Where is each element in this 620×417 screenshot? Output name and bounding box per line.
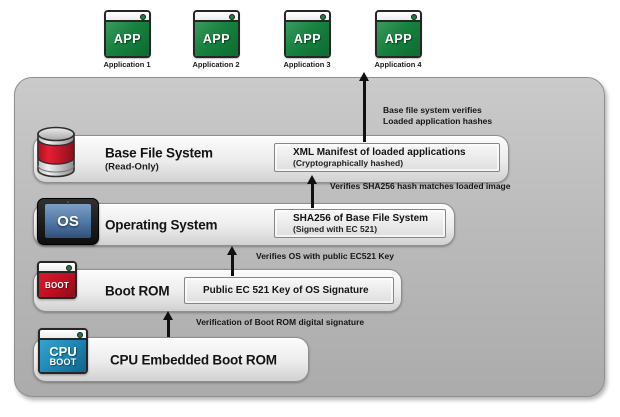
row-cpu-embedded-boot-rom: CPU BOOT CPU Embedded Boot ROM: [33, 328, 309, 382]
window-titlebar: [286, 12, 329, 22]
row-title: Operating System: [105, 217, 218, 232]
database-icon: [37, 126, 75, 178]
green-dot-icon: [320, 13, 326, 20]
row-title-block: Base File System (Read-Only): [105, 146, 213, 173]
row-boot-rom: BOOT Boot ROM Public EC 521 Key of OS Si…: [33, 261, 402, 312]
app-icon-text: APP: [377, 22, 420, 56]
box-subtitle: (Cryptographically hashed): [293, 158, 404, 168]
arrow-boot-to-os: [231, 254, 234, 276]
row-title-block: Operating System: [105, 217, 218, 232]
annotation-sha-verify: Verifies SHA256 hash matches loaded imag…: [330, 181, 511, 191]
row-subtitle: (Read-Only): [105, 161, 159, 173]
application-4: APP Application 4: [374, 10, 422, 69]
row-title: Boot ROM: [105, 283, 170, 298]
app-icon-text: APP: [286, 22, 329, 56]
window-titlebar: [106, 12, 149, 22]
box-title: XML Manifest of loaded applications: [293, 147, 466, 158]
window-titlebar: [40, 330, 86, 340]
app-icon-text: APP: [195, 22, 238, 56]
boot-icon-text: BOOT: [39, 273, 75, 297]
arrow-os-to-bfs: [311, 183, 314, 208]
application-1: APP Application 1: [103, 10, 151, 69]
window-titlebar: [377, 12, 420, 22]
window-titlebar: [39, 263, 75, 273]
row-title: Base File System: [105, 145, 213, 161]
app-icon: APP: [193, 10, 240, 58]
sha256-box: SHA256 of Base File System (Signed with …: [274, 209, 446, 238]
annotation-os-verify: Verifies OS with public EC521 Key: [256, 251, 394, 261]
green-dot-icon: [66, 264, 72, 271]
arrow-cpu-to-boot: [167, 319, 170, 337]
xml-manifest-box: XML Manifest of loaded applications (Cry…: [274, 143, 500, 172]
public-key-box: Public EC 521 Key of OS Signature: [184, 277, 394, 304]
arrow-up-icon: [359, 72, 369, 81]
cpu-boot-icon: CPU BOOT: [38, 328, 88, 374]
app-icon-text: APP: [106, 22, 149, 56]
boot-rom-icon: BOOT: [37, 261, 77, 299]
green-dot-icon: [140, 13, 146, 20]
row-operating-system: OS Operating System SHA256 of Base File …: [33, 198, 455, 246]
arrow-bfs-to-apps: [363, 80, 366, 142]
annotation-apps-verify: Base file system verifies Loaded applica…: [383, 105, 493, 127]
annotation-bootrom-verify: Verification of Boot ROM digital signatu…: [196, 317, 365, 327]
row-base-file-system: Base File System (Read-Only) XML Manifes…: [33, 126, 509, 183]
app-label: Application 1: [103, 60, 151, 69]
box-subtitle: (Signed with EC 521): [293, 224, 378, 234]
app-label: Application 2: [192, 60, 240, 69]
os-screen: OS: [45, 204, 91, 238]
os-tablet-icon: OS: [37, 198, 99, 245]
row-title: CPU Embedded Boot ROM: [110, 352, 277, 367]
green-dot-icon: [229, 13, 235, 20]
green-dot-icon: [77, 331, 83, 338]
window-titlebar: [195, 12, 238, 22]
row-title-block: Boot ROM: [105, 283, 170, 298]
app-icon: APP: [284, 10, 331, 58]
app-label: Application 4: [374, 60, 422, 69]
application-2: APP Application 2: [192, 10, 240, 69]
box-title: Public EC 521 Key of OS Signature: [203, 285, 369, 296]
arrow-up-icon: [227, 246, 237, 255]
app-label: Application 3: [283, 60, 331, 69]
arrow-up-icon: [307, 175, 317, 184]
row-title-block: CPU Embedded Boot ROM: [110, 352, 277, 367]
cpu-icon-line1: CPU: [49, 343, 77, 359]
application-3: APP Application 3: [283, 10, 331, 69]
cpu-icon-text: CPU BOOT: [40, 340, 86, 372]
camera-dot-icon: [67, 201, 69, 203]
arrow-up-icon: [163, 311, 173, 320]
green-dot-icon: [411, 13, 417, 20]
box-title: SHA256 of Base File System: [293, 213, 429, 224]
app-icon: APP: [104, 10, 151, 58]
app-icon: APP: [375, 10, 422, 58]
cpu-icon-line2: BOOT: [49, 356, 77, 367]
